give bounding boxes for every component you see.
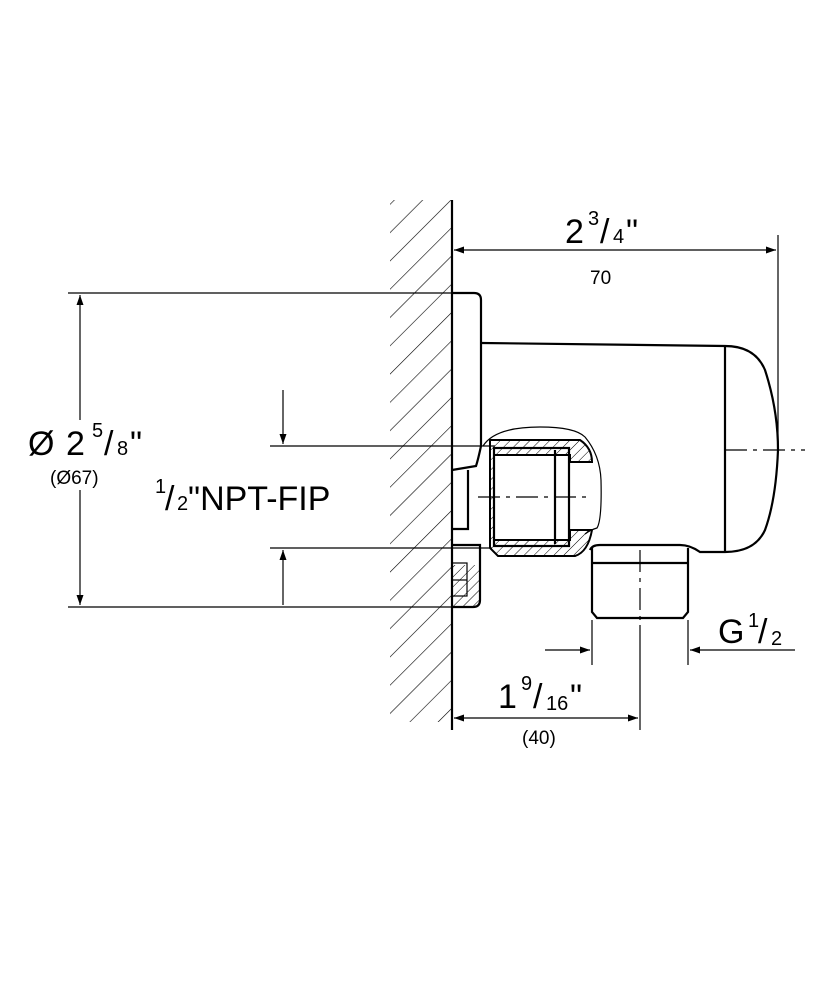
offset-inch-whole: 1 (498, 678, 517, 716)
svg-text:/: / (104, 425, 114, 463)
offset-inch-den: 16 (546, 693, 568, 715)
svg-text:/: / (165, 480, 175, 518)
diameter-inch-den: 8 (117, 438, 128, 460)
diameter-dimension: Ø 2 5 / 8 " (Ø67) (28, 292, 452, 608)
outlet-thread-den: 2 (771, 628, 782, 650)
diameter-inch-num: 5 (92, 420, 103, 442)
width-dimension: 2 3 / 4 " 70 (454, 208, 779, 450)
diameter-symbol: Ø (28, 425, 54, 463)
width-inch-whole: 2 (565, 213, 584, 251)
diameter-metric: (Ø67) (50, 468, 99, 489)
inlet-thread-dimension: 1 / 2 "NPT-FIP (155, 390, 495, 605)
diameter-inch-whole: 2 (66, 425, 85, 463)
width-inch-unit: " (626, 213, 638, 251)
wall-section (390, 200, 454, 730)
svg-text:/: / (600, 213, 610, 251)
outlet-thread-prefix: G (718, 613, 744, 651)
width-inch-num: 3 (588, 208, 599, 230)
svg-text:/: / (758, 613, 768, 651)
inlet-thread-num: 1 (155, 476, 166, 498)
width-inch-den: 4 (613, 226, 624, 248)
outlet-thread-dimension: G 1 / 2 (545, 610, 795, 665)
outlet-thread-num: 1 (748, 610, 759, 632)
offset-metric: (40) (522, 728, 556, 749)
offset-inch-unit: " (570, 678, 582, 716)
diameter-inch-unit: " (130, 425, 142, 463)
inlet-thread-label: "NPT-FIP (188, 480, 330, 518)
wall-outlet-elbow (451, 291, 805, 625)
offset-inch-num: 9 (521, 673, 532, 695)
outlet-offset-dimension: 1 9 / 16 " (40) (454, 625, 641, 749)
inlet-thread-den: 2 (177, 493, 188, 515)
width-metric: 70 (590, 268, 611, 289)
svg-text:/: / (533, 678, 543, 716)
